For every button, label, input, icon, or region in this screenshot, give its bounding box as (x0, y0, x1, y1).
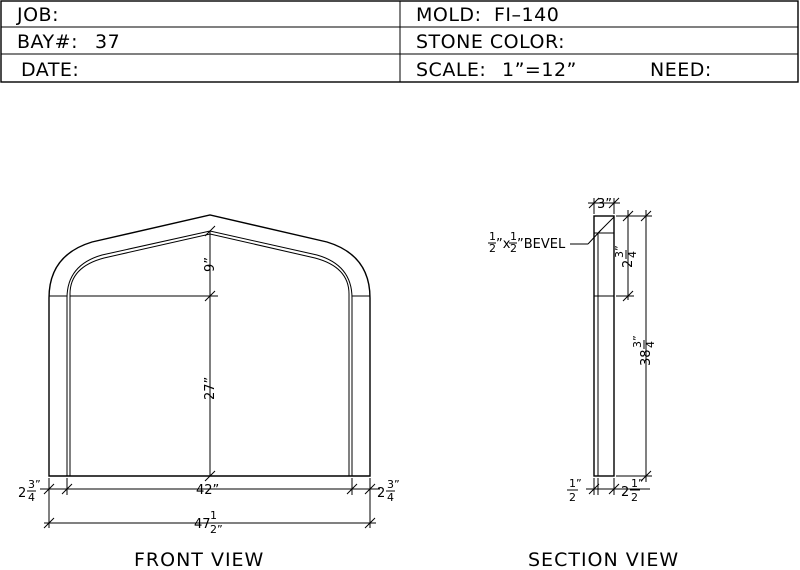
job-label: JOB: (16, 4, 59, 26)
tick-mark (43, 483, 55, 495)
mold-value: FI–140 (494, 4, 559, 26)
dim-head-numerator: 3” (613, 245, 626, 258)
tick-mark (204, 225, 216, 237)
bay-label: BAY#: (17, 31, 78, 53)
tick-mark (608, 483, 620, 495)
dim-left-leg-whole: 2 (18, 486, 26, 501)
dim-left-leg-denominator: 4 (28, 491, 35, 504)
tick-mark (346, 483, 358, 495)
title-block: JOB: MOLD: FI–140 BAY#: 37 STONE COLOR: … (0, 0, 799, 83)
dim-overall-denominator: 2” (210, 523, 223, 536)
need-label: NEED: (650, 59, 712, 81)
bevel-denominator-2: 2 (510, 242, 517, 255)
dim-top-9: 9” (203, 257, 218, 272)
tick-mark (364, 483, 376, 495)
surround-outer-profile (48, 214, 371, 477)
dim-right-leg-denominator: 4 (387, 491, 394, 504)
bay-value: 37 (95, 31, 120, 53)
tick-mark (204, 290, 216, 302)
dim-head-whole: 2 (621, 260, 636, 268)
date-label: DATE: (21, 59, 79, 81)
section-profile (593, 215, 615, 477)
tick-mark (622, 290, 634, 302)
section-view-caption: SECTION VIEW (528, 549, 679, 570)
dim-section-top-3: 3” (597, 197, 612, 212)
bevel-denominator-1: 2 (489, 242, 496, 255)
dim-overall-whole: 47 (194, 517, 211, 532)
dim-depth-numerator: 1” (631, 477, 644, 490)
dim-overall-numerator: 1 (210, 509, 217, 522)
bevel-label: ”BEVEL (517, 237, 566, 252)
tick-mark (43, 517, 55, 529)
mold-label: MOLD: (416, 4, 481, 26)
bevel-numerator-2: 1 (510, 230, 517, 243)
bevel-numerator-1: 1 (489, 230, 496, 243)
dim-total-whole: 38 (639, 349, 654, 366)
dim-reveal-numerator: 1” (569, 477, 582, 490)
tick-mark (588, 483, 600, 495)
tick-mark (204, 470, 216, 482)
dim-total-denominator: 4 (644, 341, 657, 348)
tick-mark (622, 210, 634, 222)
front-view-caption: FRONT VIEW (134, 549, 264, 570)
front-view: 9” 27” 42” 2 3” 4 2 3” 4 47 1 2” FRONT V… (18, 214, 400, 570)
dim-total-38-3-4: 38 3” 4 (631, 335, 657, 366)
dim-right-leg-numerator: 3” (387, 478, 400, 491)
tick-mark (364, 517, 376, 529)
dim-left-leg-numerator: 3” (28, 478, 41, 491)
dim-head-denominator: 4 (626, 251, 639, 258)
dim-right-leg-whole: 2 (377, 486, 385, 501)
dim-height-27: 27” (203, 377, 218, 400)
dim-total-numerator: 3” (631, 335, 644, 348)
bevel-x: ”x (496, 237, 511, 252)
tick-mark (588, 197, 600, 209)
stone-color-label: STONE COLOR: (416, 31, 565, 53)
dim-depth-denominator: 2 (631, 491, 638, 504)
tick-mark (640, 210, 652, 222)
tick-mark (640, 470, 652, 482)
dim-depth-whole: 2 (621, 485, 629, 500)
dim-head-2-3-4: 2 3” 4 (613, 245, 639, 268)
bevel-leader (587, 229, 602, 245)
dim-inner-width-42: 42” (196, 483, 219, 498)
tick-mark (608, 197, 620, 209)
dim-reveal-denominator: 2 (569, 491, 576, 504)
scale-label: SCALE: (416, 59, 486, 81)
scale-value: 1”=12” (502, 59, 577, 81)
tick-mark (61, 483, 73, 495)
section-view: 3” 1 2 ”x 1 2 ”BEVEL 2 3” 4 38 3” (488, 197, 679, 570)
